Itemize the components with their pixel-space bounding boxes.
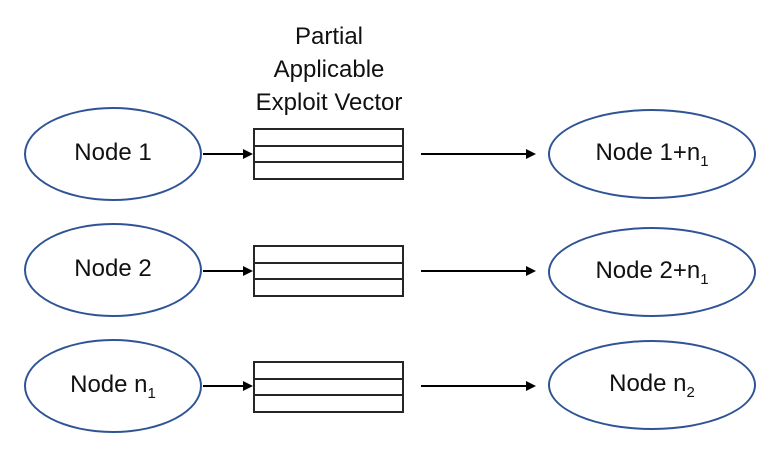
- node-ellipse-target-3: Node n2: [548, 340, 756, 430]
- vector-cell: [255, 380, 402, 397]
- node-ellipse-source-3: Node n1: [24, 339, 202, 433]
- node-label-text: Node 2: [74, 254, 152, 282]
- arrow-right-icon: [203, 385, 243, 387]
- exploit-vector-box-1: [253, 128, 404, 180]
- node-label: Node 1+n1: [595, 139, 708, 170]
- vector-cell: [255, 396, 402, 411]
- node-ellipse-target-1: Node 1+n1: [548, 109, 756, 199]
- node-label-subscript: 1: [700, 270, 709, 288]
- arrow-right-icon: [421, 153, 526, 155]
- arrow-right-icon: [421, 270, 526, 272]
- node-label: Node 2: [74, 255, 151, 286]
- vector-cell: [255, 363, 402, 380]
- node-ellipse-source-2: Node 2: [24, 223, 202, 317]
- node-label: Node 1: [74, 139, 151, 170]
- diagram-title: Partial Applicable Exploit Vector: [229, 20, 429, 119]
- node-label-subscript: 1: [147, 384, 156, 402]
- vector-cell: [255, 247, 402, 264]
- node-ellipse-source-1: Node 1: [24, 107, 202, 201]
- node-label: Node 2+n1: [595, 257, 708, 288]
- node-label-text: Node n: [70, 370, 148, 398]
- arrow-right-icon: [421, 385, 526, 387]
- diagram-title-line: Exploit Vector: [255, 89, 403, 116]
- node-label-subscript: 2: [686, 383, 695, 401]
- node-label-text: Node n: [609, 369, 687, 397]
- node-label: Node n1: [70, 371, 156, 402]
- node-label-text: Node 2+n: [595, 256, 701, 284]
- node-label-text: Node 1+n: [595, 138, 701, 166]
- vector-cell: [255, 147, 402, 164]
- node-ellipse-target-2: Node 2+n1: [548, 227, 756, 317]
- vector-cell: [255, 264, 402, 281]
- vector-cell: [255, 280, 402, 295]
- node-label-text: Node 1: [74, 138, 152, 166]
- vector-cell: [255, 130, 402, 147]
- exploit-vector-box-3: [253, 361, 404, 413]
- diagram-title-line: Partial: [294, 23, 364, 50]
- exploit-vector-box-2: [253, 245, 404, 297]
- node-label-subscript: 1: [700, 152, 709, 170]
- vector-cell: [255, 163, 402, 178]
- diagram-title-line: Applicable: [273, 56, 385, 83]
- arrow-right-icon: [203, 153, 243, 155]
- arrow-right-icon: [203, 270, 243, 272]
- node-label: Node n2: [609, 370, 695, 401]
